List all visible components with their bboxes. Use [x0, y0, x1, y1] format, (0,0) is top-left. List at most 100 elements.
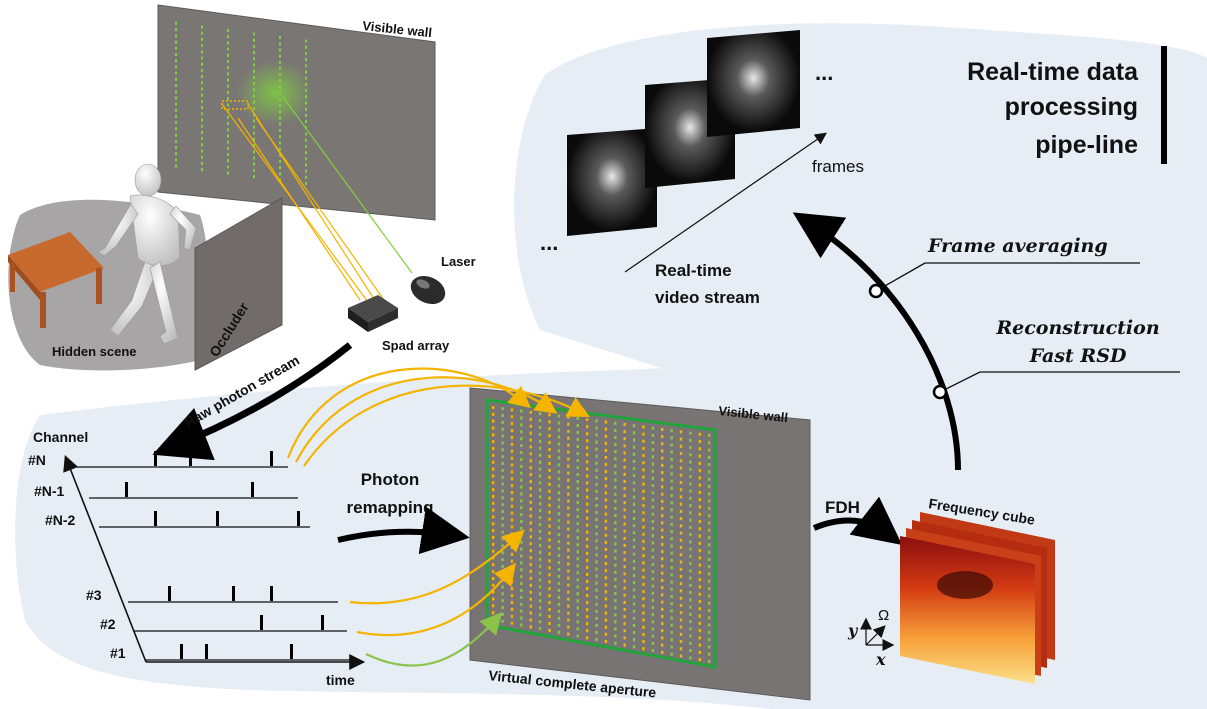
- aperture-scan-point: [548, 496, 551, 500]
- aperture-scan-point: [642, 454, 645, 458]
- aperture-scan-point: [567, 422, 570, 426]
- wall-scan-point: [253, 144, 255, 148]
- wall-scan-point: [305, 169, 307, 173]
- channel-axis: [63, 455, 366, 670]
- aperture-scan-point: [670, 566, 673, 570]
- aperture-scan-point: [689, 627, 692, 631]
- aperture-scan-point: [595, 482, 598, 486]
- aperture-scan-point: [567, 632, 570, 636]
- aperture-scan-point: [595, 553, 598, 557]
- aperture-scan-point: [576, 571, 579, 575]
- aperture-scan-point: [492, 467, 495, 471]
- wall-scan-point: [253, 137, 255, 141]
- wall-scan-point: [175, 71, 177, 75]
- aperture-scan-point: [623, 430, 626, 434]
- aperture-scan-point: [623, 494, 626, 498]
- aperture-scan-point: [548, 601, 551, 605]
- aperture-scan-point: [567, 506, 570, 510]
- wall-scan-point: [175, 139, 177, 143]
- aperture-scan-point: [632, 481, 636, 485]
- wall-scan-point: [175, 158, 177, 162]
- aperture-scan-point: [567, 618, 570, 622]
- aperture-scan-point: [614, 499, 617, 503]
- aperture-scan-point: [567, 499, 570, 503]
- aperture-scan-point: [689, 576, 692, 580]
- photon-event-tick: [260, 615, 263, 630]
- aperture-scan-point: [632, 424, 636, 428]
- aperture-scan-point: [689, 533, 692, 537]
- aperture-scan-point: [642, 582, 645, 586]
- aperture-scan-point: [548, 420, 551, 424]
- aperture-scan-point: [576, 529, 579, 533]
- aperture-scan-point: [623, 551, 626, 555]
- aperture-scan-point: [698, 600, 702, 604]
- aperture-scan-point: [529, 604, 532, 608]
- aperture-scan-point: [595, 638, 598, 642]
- aperture-scan-point: [576, 606, 579, 610]
- aperture-scan-point: [651, 627, 655, 631]
- aperture-scan-point: [492, 453, 495, 457]
- aperture-scan-point: [520, 478, 523, 482]
- aperture-scan-point: [708, 550, 711, 554]
- wall-scan-point: [227, 109, 229, 113]
- aperture-scan-point: [595, 525, 598, 529]
- wall-scan-point: [253, 168, 255, 172]
- wall-scan-point: [175, 65, 177, 69]
- frames-axis-label: frames: [812, 157, 864, 176]
- aperture-scan-point: [520, 513, 523, 517]
- aperture-scan-point: [585, 558, 589, 562]
- aperture-scan-point: [595, 504, 598, 508]
- aperture-scan-point: [604, 491, 608, 495]
- aperture-scan-point: [651, 548, 655, 552]
- aperture-scan-point: [689, 489, 692, 493]
- wall-scan-point: [279, 172, 281, 176]
- photon-event-tick: [270, 451, 273, 466]
- wall-scan-point: [305, 39, 307, 43]
- wall-scan-point: [175, 115, 177, 118]
- aperture-scan-point: [548, 615, 551, 619]
- aperture-scan-point: [623, 465, 626, 469]
- aperture-scan-point: [679, 466, 683, 470]
- aperture-scan-point: [679, 430, 683, 434]
- aperture-scan-point: [595, 447, 598, 451]
- aperture-scan-point: [585, 446, 589, 450]
- aperture-scan-point: [614, 421, 617, 425]
- aperture-scan-point: [614, 634, 617, 638]
- aperture-scan-point: [585, 418, 589, 422]
- aperture-scan-point: [604, 639, 608, 643]
- aperture-scan-point: [510, 435, 514, 439]
- aperture-scan-point: [698, 570, 702, 574]
- wall-scan-point: [175, 46, 177, 50]
- aperture-scan-point: [632, 588, 636, 592]
- frequency-cube: [900, 512, 1055, 684]
- aperture-scan-point: [632, 566, 636, 570]
- spad-array-device: [348, 295, 398, 332]
- aperture-scan-point: [679, 625, 683, 629]
- aperture-scan-point: [520, 554, 523, 558]
- wall-scan-point: [253, 175, 255, 179]
- aperture-scan-point: [670, 638, 673, 642]
- aperture-scan-point: [679, 488, 683, 492]
- aperture-scan-point: [614, 457, 617, 461]
- aperture-scan-point: [632, 538, 636, 542]
- aperture-scan-point: [689, 569, 692, 573]
- aperture-scan-point: [538, 446, 542, 450]
- wall-scan-point: [201, 99, 203, 103]
- aperture-scan-point: [698, 498, 702, 502]
- aperture-scan-point: [642, 518, 645, 522]
- aperture-scan-point: [548, 628, 551, 632]
- aperture-scan-point: [585, 544, 589, 548]
- aperture-scan-point: [567, 415, 570, 419]
- aperture-scan-point: [632, 516, 636, 520]
- aperture-scan-point: [632, 602, 636, 606]
- aperture-scan-point: [520, 575, 523, 579]
- channel-label: #N: [28, 452, 46, 468]
- aperture-scan-point: [492, 535, 495, 539]
- aperture-scan-point: [698, 440, 702, 444]
- aperture-scan-point: [501, 414, 504, 418]
- aperture-scan-point: [548, 489, 551, 493]
- aperture-scan-point: [679, 647, 683, 651]
- aperture-scan-point: [585, 587, 589, 591]
- aperture-scan-point: [698, 505, 702, 509]
- aperture-scan-point: [651, 512, 655, 516]
